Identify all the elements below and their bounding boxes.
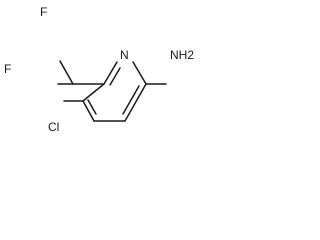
bond-chf2-f-top	[59, 60, 74, 85]
bond-c3-c2	[82, 83, 105, 102]
bond-c6-c5-inner	[122, 85, 140, 115]
bond-c4-c3	[82, 100, 95, 122]
bond-c6-c5	[124, 83, 147, 122]
amino-group-label: NH2	[170, 48, 194, 62]
bond-n1-c6	[132, 61, 147, 85]
structure-diagram: F F N NH2 Cl	[4, 5, 194, 134]
chlorine-label: Cl	[48, 120, 59, 134]
bond-c2-n1-inner	[109, 67, 121, 86]
bond-c2-n1	[103, 61, 118, 85]
ring-nitrogen-label: N	[120, 48, 129, 62]
fluorine-left-label: F	[4, 62, 11, 76]
fluorine-top-label: F	[40, 5, 47, 19]
bond-c4-c3-inner	[87, 99, 97, 115]
